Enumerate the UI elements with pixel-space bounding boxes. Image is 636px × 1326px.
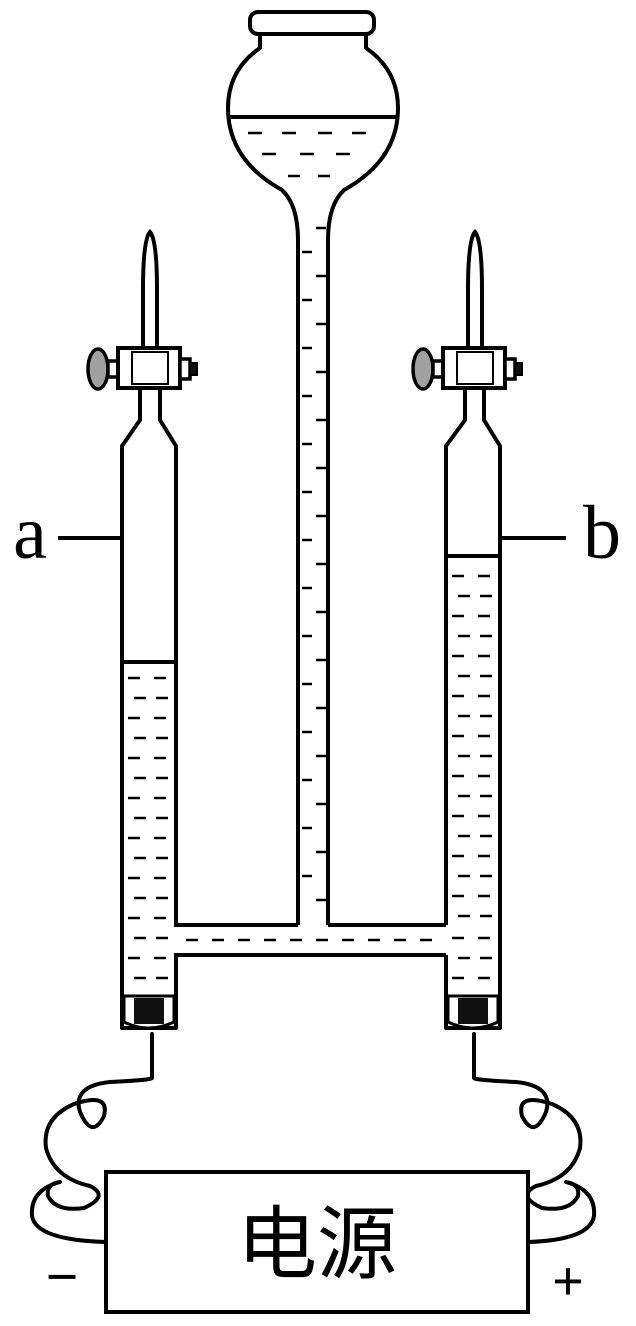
power-source-box <box>104 1170 530 1314</box>
right-electrode <box>446 994 500 1030</box>
left-valve <box>86 346 198 391</box>
left-wire <box>29 1032 154 1244</box>
funnel-outline <box>226 30 400 925</box>
power-source-label: 电源 <box>237 1198 397 1291</box>
right-valve <box>411 346 523 391</box>
negative-terminal-sign: − <box>45 1244 78 1309</box>
leveling-funnel <box>226 10 400 925</box>
label-a: a <box>13 491 47 575</box>
left-electrode <box>122 994 176 1030</box>
funnel-water-marks <box>248 131 366 178</box>
left-jet-nozzle <box>141 228 159 348</box>
right-wire <box>472 1032 597 1244</box>
funnel-rim <box>248 10 376 36</box>
left-tube-a <box>58 228 198 1030</box>
label-b: b <box>583 491 621 575</box>
left-tube-water-marks <box>128 676 168 980</box>
positive-terminal-sign: + <box>552 1251 584 1313</box>
connecting-tube <box>174 923 446 957</box>
right-tube-b <box>411 228 566 1030</box>
right-tube-water-marks <box>452 574 492 980</box>
right-tube-outline <box>444 388 502 1030</box>
right-jet-nozzle <box>466 228 484 348</box>
funnel-stem-water-marks <box>302 226 326 902</box>
left-tube-outline <box>120 388 178 1030</box>
